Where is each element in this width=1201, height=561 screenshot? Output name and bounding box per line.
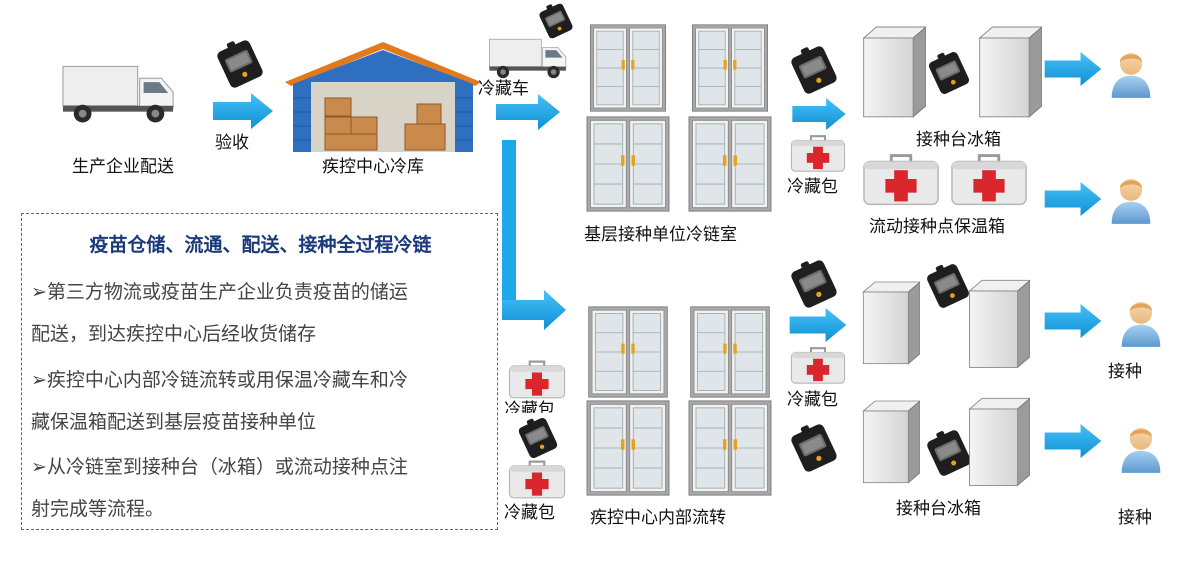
vaccination-fridge-icon bbox=[966, 386, 1030, 496]
temperature-logger-icon bbox=[924, 262, 972, 310]
arrow-right-icon bbox=[790, 98, 848, 130]
fridge-icon bbox=[682, 116, 778, 212]
textbox-line: 配送，到达疾控中心后经收货储存 bbox=[31, 323, 317, 345]
vaccination-fridge-icon bbox=[966, 270, 1030, 376]
label-cdc-cold-storage: 疾控中心冷库 bbox=[322, 157, 424, 177]
arrow-right-icon bbox=[1044, 182, 1102, 216]
fridge-icon bbox=[580, 400, 676, 496]
medkit-icon bbox=[508, 456, 566, 502]
medkit-icon bbox=[790, 342, 846, 388]
label-vaccinate-2: 接种 bbox=[1118, 508, 1152, 528]
label-cold-bag-3: 冷藏包 bbox=[504, 400, 555, 413]
refrigerated-truck-icon bbox=[488, 34, 570, 80]
label-cdc-internal: 疾控中心内部流转 bbox=[590, 508, 726, 528]
temperature-logger-icon bbox=[788, 258, 840, 310]
label-vaccination-fridge-2: 接种台冰箱 bbox=[896, 499, 981, 519]
textbox-title: 疫苗仓储、流通、配送、接种全过程冷链 bbox=[89, 234, 432, 256]
label-cold-bag-4: 冷藏包 bbox=[504, 503, 555, 523]
fridge-icon bbox=[580, 306, 676, 398]
vaccination-fridge-icon bbox=[976, 20, 1042, 122]
textbox-line: ➢疾控中心内部冷链流转或用保温冷藏车和冷 bbox=[31, 369, 408, 391]
vaccination-fridge-icon bbox=[860, 386, 920, 496]
warehouse-icon bbox=[285, 42, 481, 152]
temperature-logger-icon bbox=[788, 44, 840, 96]
textbox-line: 射完成等流程。 bbox=[31, 498, 165, 520]
label-mobile-incubator: 流动接种点保温箱 bbox=[869, 217, 1005, 237]
label-producer: 生产企业配送 bbox=[72, 157, 174, 177]
textbox-line: ➢第三方物流或疫苗生产企业负责疫苗的储运 bbox=[31, 281, 408, 303]
textbox-line: ➢从冷链室到接种台（冰箱）或流动接种点注 bbox=[31, 456, 408, 478]
medkit-icon bbox=[508, 356, 566, 402]
person-icon bbox=[1118, 422, 1164, 474]
flow-arrow-down-to-cdc-internal bbox=[502, 140, 566, 330]
person-icon bbox=[1108, 174, 1154, 224]
temperature-logger-icon bbox=[214, 38, 266, 90]
arrow-right-icon bbox=[213, 93, 273, 129]
vaccination-fridge-icon bbox=[860, 20, 926, 122]
fridge-icon bbox=[580, 116, 676, 212]
temperature-logger-icon bbox=[926, 50, 972, 96]
arrow-right-icon bbox=[1044, 52, 1102, 86]
label-vaccination-fridge-1: 接种台冰箱 bbox=[916, 130, 1001, 150]
medkit-icon bbox=[950, 150, 1028, 208]
person-icon bbox=[1118, 296, 1164, 348]
arrow-right-icon bbox=[788, 308, 848, 342]
label-cold-bag-1: 冷藏包 bbox=[787, 177, 838, 197]
label-vaccinate-1: 接种 bbox=[1108, 362, 1142, 382]
medkit-icon bbox=[790, 130, 846, 176]
description-textbox: 疫苗仓储、流通、配送、接种全过程冷链 ➢第三方物流或疫苗生产企业负责疫苗的储运 … bbox=[21, 213, 498, 530]
label-refrigerated-truck: 冷藏车 bbox=[478, 79, 529, 99]
fridge-icon bbox=[682, 24, 778, 112]
fridge-icon bbox=[682, 400, 778, 496]
arrow-right-icon bbox=[1044, 424, 1102, 458]
vaccination-fridge-icon bbox=[860, 270, 920, 374]
fridge-icon bbox=[682, 306, 778, 398]
temperature-logger-icon bbox=[788, 422, 840, 474]
flow-arrow-to-grassroots bbox=[496, 94, 560, 130]
label-cold-bag-2: 冷藏包 bbox=[787, 390, 838, 410]
label-acceptance: 验收 bbox=[215, 133, 249, 153]
label-grassroots-cold-room: 基层接种单位冷链室 bbox=[584, 225, 737, 245]
temperature-logger-icon bbox=[516, 416, 560, 460]
person-icon bbox=[1108, 48, 1154, 98]
medkit-icon bbox=[862, 150, 940, 208]
delivery-truck-icon bbox=[61, 60, 179, 124]
arrow-right-icon bbox=[1044, 304, 1102, 338]
textbox-line: 藏保温箱配送到基层疫苗接种单位 bbox=[31, 411, 317, 433]
fridge-icon bbox=[580, 24, 676, 112]
